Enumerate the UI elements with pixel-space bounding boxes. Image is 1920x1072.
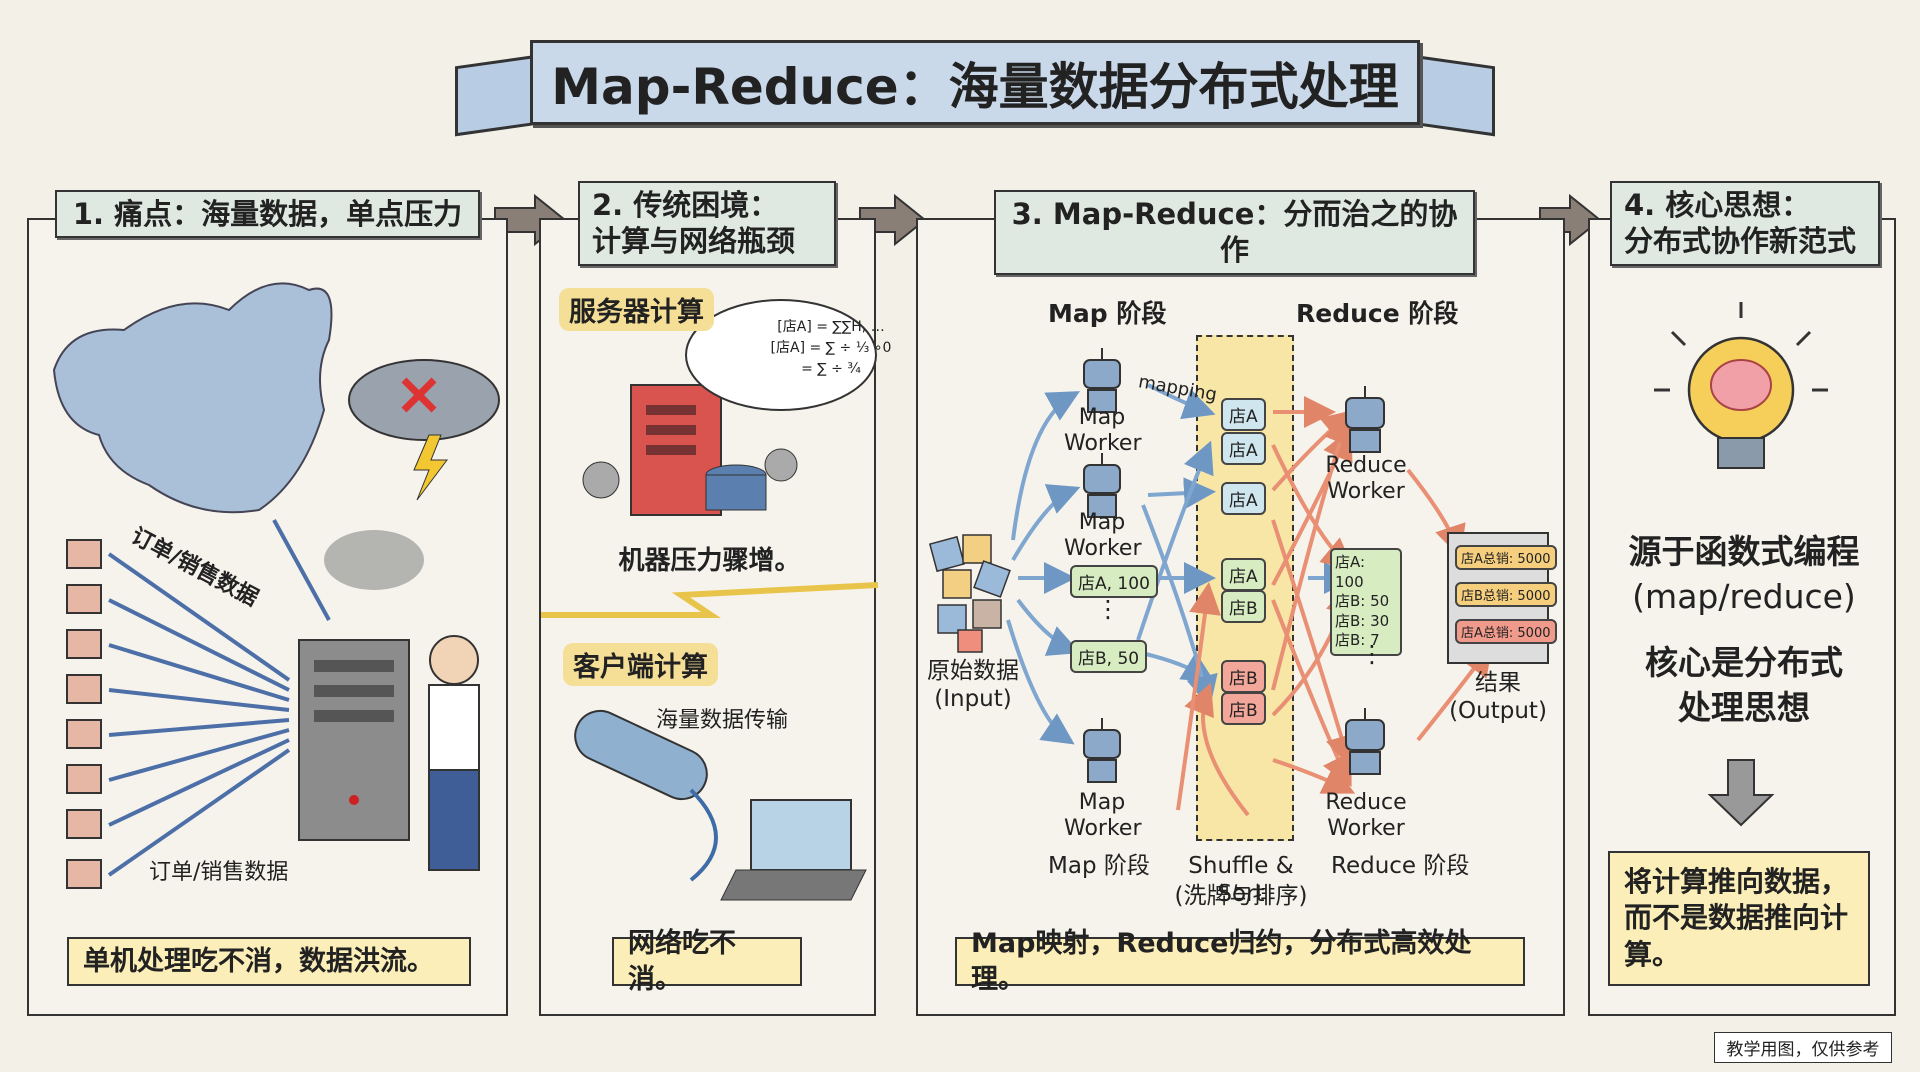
map-worker-label: Map Worker [1064,405,1142,457]
bottleneck-illustration [541,299,878,901]
thought-bubble [685,299,877,411]
core-idea-line: 源于函数式编程 [1628,532,1860,571]
store-icons [66,539,102,889]
output-label-line: (Output) [1449,697,1547,724]
result-item: 店A总销: 5000 [1455,619,1557,644]
header-line: 4. 核心思想： [1624,188,1811,222]
red-arrows [1176,396,1493,817]
result-item: 店A总销: 5000 [1455,545,1557,570]
map-worker-robot-icon [1083,718,1121,783]
result-item: 店B总销: 5000 [1455,582,1557,607]
reduce-list-item: 店B: 7 [1335,631,1380,649]
orders-label-bottom: 订单/销售数据 [149,860,289,885]
header-line: 分布式协作新范式 [1624,224,1857,259]
panel-2-header: 2. 传统困境： 计算与网络瓶颈 [578,181,836,266]
down-arrow-icon [1707,759,1775,827]
reduce-stage-label: Reduce 阶段 [1296,299,1459,328]
reduce-list-item: 店B: 30 [1335,611,1390,630]
china-map-icon [52,282,333,514]
output-label-line: 结果 [1475,670,1521,696]
idea-illustration [1654,302,1828,827]
ellipsis: ⋮ [1360,640,1384,668]
data-transfer-label: 海量数据传输 [656,708,789,733]
map-worker-robot-icon [1083,453,1121,518]
bottom-reduce-stage: Reduce 阶段 [1331,853,1470,879]
kv-pair: 店A, 100 [1070,565,1158,598]
shuffle-key: 店A [1221,558,1266,591]
core-idea-line: (map/reduce) [1632,576,1856,616]
map-worker-label: Map Worker [1064,510,1142,562]
core-idea-text: 源于函数式编程 (map/reduce) 核心是分布式 处理思想 [1590,530,1898,730]
client-compute-tag: 客户端计算 [563,643,718,686]
core-idea-line: 核心是分布式 [1645,643,1843,683]
page-title: Map-Reduce：海量数据分布式处理 [530,40,1420,125]
panel-1-summary: 单机处理吃不消，数据洪流。 [67,937,471,986]
kv-pair: 店B, 50 [1070,640,1148,673]
formula-line: [店A] = ∑∑H, … [777,319,885,335]
reduce-worker-robot-icon [1345,386,1385,453]
reduce-worker-robot-icon [1345,708,1385,775]
reduce-input-list: 店A: 100 店B: 50 店B: 30 店B: 7 [1330,548,1402,656]
header-line: 2. 传统困境： [592,188,779,222]
overheated-server-icon [298,530,424,841]
input-label-line: 原始数据 [927,658,1019,684]
bottom-map-stage: Map 阶段 [1048,853,1150,879]
input-label-line: (Input) [934,685,1012,712]
server-pressure-caption: 机器压力骤增。 [618,546,801,576]
lightning-divider [541,582,878,618]
bottom-shuffle-stage: Shuffle & Sort [1188,853,1294,907]
shuffle-key: 店B [1221,692,1266,725]
panel-1-header: 1. 痛点：海量数据，单点压力 [55,190,480,239]
reduce-worker-label: Reduce Worker [1325,453,1407,505]
server-compute-tag: 服务器计算 [559,288,714,331]
input-label: 原始数据(Input) [923,658,1023,713]
panel-4-summary: 将计算推向数据，而不是数据推向计算。 [1608,851,1870,986]
core-idea-line: 处理思想 [1678,687,1810,727]
ellipsis: ⋮ [1096,595,1120,623]
map-stage-label: Map 阶段 [1048,299,1167,328]
laptop-icon [720,799,867,901]
blue-arrows [1006,383,1501,745]
map-worker-label: Map Worker [1064,790,1142,842]
panel-2-summary: 网络吃不消。 [612,928,802,995]
panel-pain-point: 订单/销售数据 订单/销售数据 [27,218,508,1016]
data-flow-arrows [107,519,331,877]
panel-3-header: 3. Map-Reduce：分而治之的协作 [994,190,1475,275]
server-icon [582,384,798,516]
single-server-illustration [52,282,500,889]
stressed-person-icon [428,635,480,871]
reduce-list-item: 店B: 50 [1335,592,1390,610]
formula: [店A] = ∑∑H, … [店A] = ∑ ÷ ⅓ ∘0 = ∑ ÷ ¾ [761,317,901,380]
panel-map-reduce: Map 阶段 Reduce 阶段 mapping Map Worker Map … [916,218,1565,1016]
shuffle-key: 店A [1221,482,1266,515]
input-papers-icon [928,534,1011,653]
lightbulb-brain-icon [1654,302,1828,469]
shuffle-key: 店A [1221,398,1266,431]
cable-icon [574,709,718,882]
output-label: 结果(Output) [1443,670,1553,725]
shuffle-key: 店B [1221,590,1266,623]
shuffle-key: 店B [1221,660,1266,693]
formula-line: = ∑ ÷ ¾ [801,361,861,377]
panel-4-header: 4. 核心思想： 分布式协作新范式 [1610,181,1880,266]
reduce-worker-label: Reduce Worker [1325,790,1407,842]
reduce-list-item: 店A: 100 [1335,553,1366,591]
header-line: 计算与网络瓶颈 [592,224,796,259]
map-worker-robot-icon [1083,348,1121,413]
formula-line: [店A] = ∑ ÷ ⅓ ∘0 [770,340,892,356]
panel-3-summary: Map映射，Reduce归约，分布式高效处理。 [955,928,1525,995]
shuffle-key: 店A [1221,432,1266,465]
bottom-shuffle-cn: (洗牌与排序) [1174,883,1308,909]
footer-note: 教学用图，仅供参考 [1714,1032,1892,1063]
storm-cloud-icon [348,359,500,501]
panel-traditional-dilemma: [店A] = ∑∑H, … [店A] = ∑ ÷ ⅓ ∘0 = ∑ ÷ ¾ 服务… [539,218,891,1016]
